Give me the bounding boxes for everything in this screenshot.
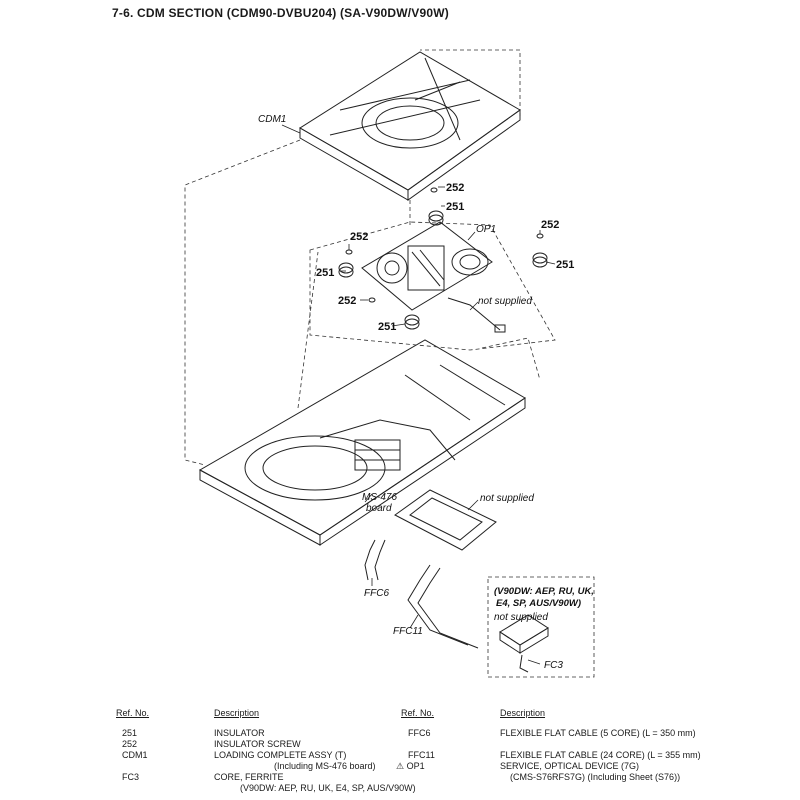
desc-op1: SERVICE, OPTICAL DEVICE (7G) — [500, 761, 640, 771]
label-variant-2: E4, SP, AUS/V90W) — [496, 598, 581, 609]
label-252-left: 252 — [350, 231, 368, 243]
ferrite-core — [499, 614, 549, 673]
ref-cdm1: CDM1 — [122, 750, 148, 760]
header-desc-left: Description — [214, 708, 260, 718]
label-not-supplied-2: not supplied — [480, 493, 534, 504]
insulators — [338, 187, 548, 330]
header-ref-left: Ref. No. — [116, 708, 150, 718]
ref-251: 251 — [122, 728, 138, 738]
label-ms476-1: MS-476 — [362, 492, 397, 503]
desc-252: INSULATOR SCREW — [214, 739, 301, 749]
label-cdm1: CDM1 — [258, 114, 286, 125]
label-ms476-2: board — [366, 503, 392, 514]
label-251-top: 251 — [446, 201, 464, 213]
ms476-board — [394, 489, 497, 551]
cdm1-tray-cover — [299, 51, 521, 201]
label-ffc11: FFC11 — [393, 626, 423, 637]
page-title: 7-6. CDM SECTION (CDM90-DVBU204) (SA-V90… — [112, 6, 449, 20]
desc-fc3: CORE, FERRITE — [214, 772, 284, 782]
label-252-lower: 252 — [338, 295, 356, 307]
cdm-chassis — [198, 339, 526, 546]
ref-ffc6: FFC6 — [408, 728, 431, 738]
op1-optical-device — [361, 221, 506, 333]
header-desc-right: Description — [500, 708, 546, 718]
label-252-top: 252 — [446, 182, 464, 194]
header-ref-right: Ref. No. — [401, 708, 435, 718]
label-variant-1: (V90DW: AEP, RU, UK, — [494, 586, 594, 597]
desc-ffc11: FLEXIBLE FLAT CABLE (24 CORE) (L = 355 m… — [500, 750, 701, 760]
flat-cables — [364, 539, 479, 649]
label-not-supplied-3: not supplied — [494, 612, 548, 623]
label-251-left: 251 — [316, 267, 334, 279]
desc-251: INSULATOR — [214, 728, 265, 738]
ref-fc3: FC3 — [122, 772, 140, 782]
desc-cdm1: LOADING COMPLETE ASSY (T) — [214, 750, 347, 760]
label-251-right: 251 — [556, 259, 574, 271]
ref-252: 252 — [122, 739, 138, 749]
cdm1-outline — [184, 139, 301, 466]
label-op1: OP1 — [476, 224, 496, 235]
note-cdm1: (Including MS-476 board) — [274, 761, 376, 771]
label-fc3: FC3 — [544, 660, 563, 671]
desc-ffc6: FLEXIBLE FLAT CABLE (5 CORE) (L = 350 mm… — [500, 728, 696, 738]
ref-op1: ⚠ OP1 — [396, 761, 425, 771]
note-op1: (CMS-S76RFS7G) (Including Sheet (S76)) — [510, 772, 681, 782]
label-not-supplied-1: not supplied — [478, 296, 532, 307]
ref-ffc11: FFC11 — [408, 750, 435, 760]
op1-outline — [309, 221, 556, 351]
note-fc3: (V90DW: AEP, RU, UK, E4, SP, AUS/V90W) — [240, 783, 416, 793]
label-ffc6: FFC6 — [364, 588, 389, 599]
variant-box — [487, 576, 595, 678]
label-251-lower: 251 — [378, 321, 396, 333]
exploded-view-diagram: CDM1 252 251 OP1 252 252 251 251 252 not… — [184, 49, 595, 678]
label-252-right: 252 — [541, 219, 559, 231]
